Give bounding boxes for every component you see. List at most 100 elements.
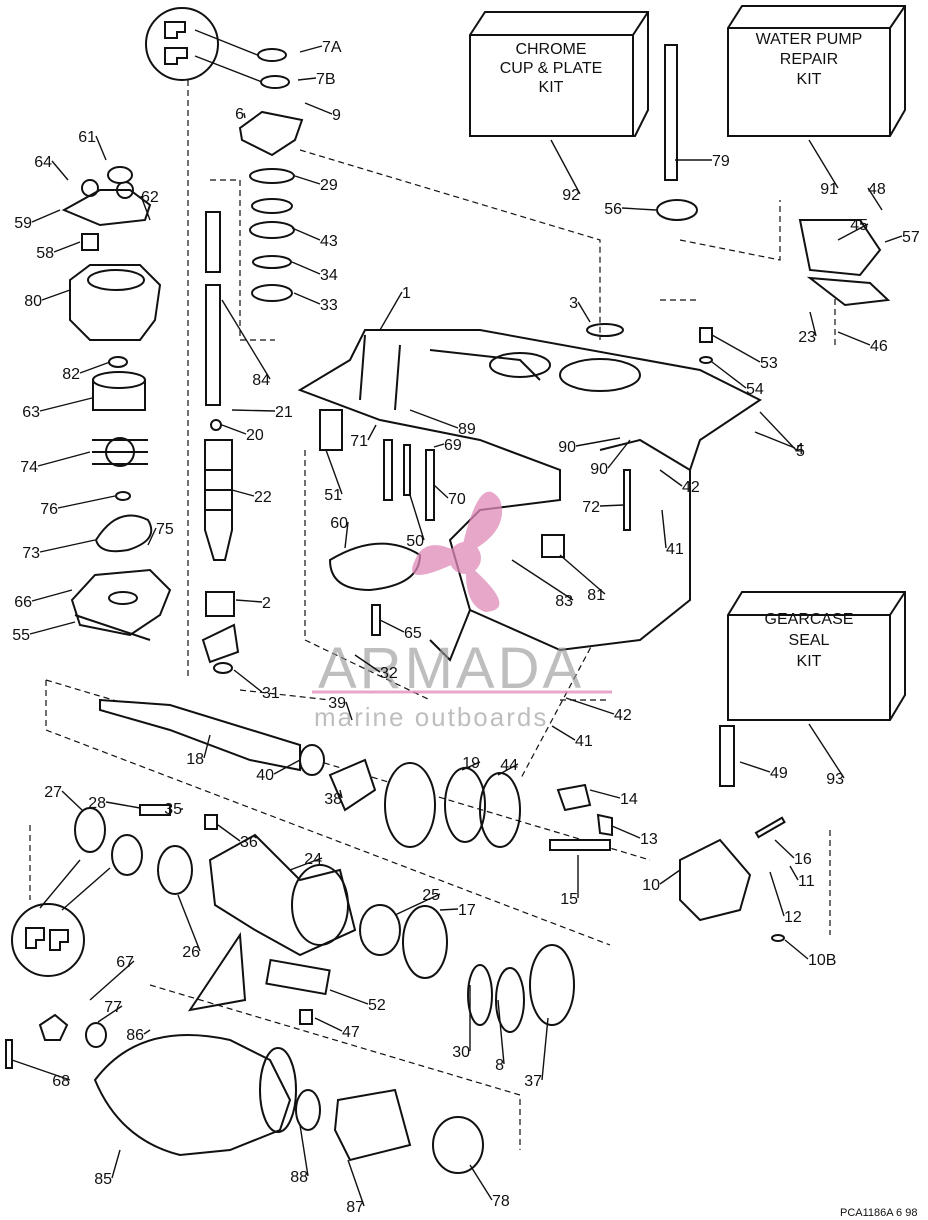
callout-label: 26 [182, 944, 200, 961]
leader-line [409, 409, 459, 429]
leader-line [439, 908, 459, 911]
leader-line [607, 439, 631, 469]
callout-label: 82 [62, 366, 80, 383]
callout-label: 87 [346, 1199, 364, 1216]
callout-label: 42 [682, 479, 700, 496]
leader-line [325, 449, 343, 495]
callout-label: 22 [254, 489, 272, 506]
callout-label: 51 [324, 487, 342, 504]
detail-circle-top [145, 7, 266, 83]
leader-line [39, 397, 93, 412]
leader-line [409, 494, 425, 541]
leader-line [433, 484, 449, 499]
leader-line [111, 1149, 121, 1179]
callout-label: 89 [458, 421, 476, 438]
callout-label: 13 [640, 831, 658, 848]
callout-label: 71 [350, 433, 368, 450]
callout-label: 7B [316, 71, 336, 88]
leader-line [37, 451, 91, 467]
leader-line [299, 1124, 309, 1177]
callout-label: 8 [495, 1057, 504, 1074]
callout-label: 18 [186, 751, 204, 768]
callout-label: 46 [870, 338, 888, 355]
propshaft-and-gear-parts [74, 698, 786, 1033]
callout-label: 79 [712, 153, 730, 170]
callout-label: 67 [116, 954, 134, 971]
leader-line [739, 761, 771, 773]
callout-label: 85 [94, 1171, 112, 1188]
propeller-parts [5, 932, 484, 1174]
leader-line [837, 223, 869, 241]
leader-line [808, 139, 839, 189]
callout-label: 28 [88, 795, 106, 812]
callout-label: 72 [582, 499, 600, 516]
callout-label: 23 [798, 329, 816, 346]
callout-label: 15 [560, 891, 578, 908]
callout-label: 12 [784, 909, 802, 926]
leader-line [754, 431, 796, 449]
callout-label: 61 [78, 129, 96, 146]
leader-line [11, 1059, 71, 1081]
leader-line [379, 619, 405, 633]
leader-line [217, 824, 241, 842]
leader-line [347, 1159, 365, 1207]
callout-label: 93 [826, 771, 844, 788]
leader-line [294, 175, 321, 185]
callout-label: 30 [452, 1044, 470, 1061]
leader-line [143, 1029, 151, 1035]
callout-label: 1 [402, 285, 411, 302]
leader-line [89, 960, 135, 1001]
leader-line [367, 424, 377, 441]
leader-line [39, 539, 96, 553]
callout-label: 70 [448, 491, 466, 508]
leader-line [41, 289, 71, 301]
callout-label: 5 [796, 443, 805, 460]
leader-line [550, 139, 581, 195]
callout-label: 50 [406, 533, 424, 550]
leader-line [621, 207, 657, 211]
kit-91-line-3: KIT [797, 71, 822, 88]
detail-circle-bottom [11, 859, 111, 977]
callout-label: 81 [587, 587, 605, 604]
leader-line [837, 331, 871, 346]
callout-label: 78 [492, 1193, 510, 1210]
leader-line [867, 187, 883, 211]
kit-93-line-2: SEAL [789, 632, 830, 649]
leader-line [659, 469, 683, 487]
callout-label: 41 [575, 733, 593, 750]
leader-line [235, 599, 263, 603]
leader-line [661, 509, 667, 549]
callout-label: 38 [324, 791, 342, 808]
callout-label: 27 [44, 784, 62, 801]
leader-line [314, 1017, 343, 1032]
leader-line [659, 869, 681, 885]
leader-line [354, 654, 381, 673]
leader-line [511, 559, 574, 601]
callout-label: 58 [36, 245, 54, 262]
callout-label: 17 [458, 902, 476, 919]
kit-93-line-1: GEARCASE [765, 611, 854, 628]
leader-line [97, 1005, 123, 1023]
callout-label: 54 [746, 381, 764, 398]
kit-92-line-2: CUP & PLATE [500, 60, 603, 77]
leader-line [105, 801, 141, 809]
leader-line [273, 759, 301, 775]
leader-line [589, 789, 621, 799]
callout-label: 42 [614, 707, 632, 724]
leader-line [497, 763, 519, 776]
kit-91-line-1: WATER PUMP [756, 31, 863, 48]
leader-line [808, 723, 845, 779]
callout-label: 32 [380, 665, 398, 682]
callout-label: 29 [320, 177, 338, 194]
water-pump-parts [61, 166, 172, 641]
callout-label: 48 [868, 181, 886, 198]
leader-line [497, 999, 505, 1065]
leader-line [329, 989, 369, 1005]
leader-line [221, 424, 247, 435]
callout-label: 57 [902, 229, 920, 246]
leader-line [469, 1164, 493, 1201]
callout-label: 86 [126, 1027, 144, 1044]
callout-label: 45 [850, 217, 868, 234]
callout-label: 59 [14, 215, 32, 232]
